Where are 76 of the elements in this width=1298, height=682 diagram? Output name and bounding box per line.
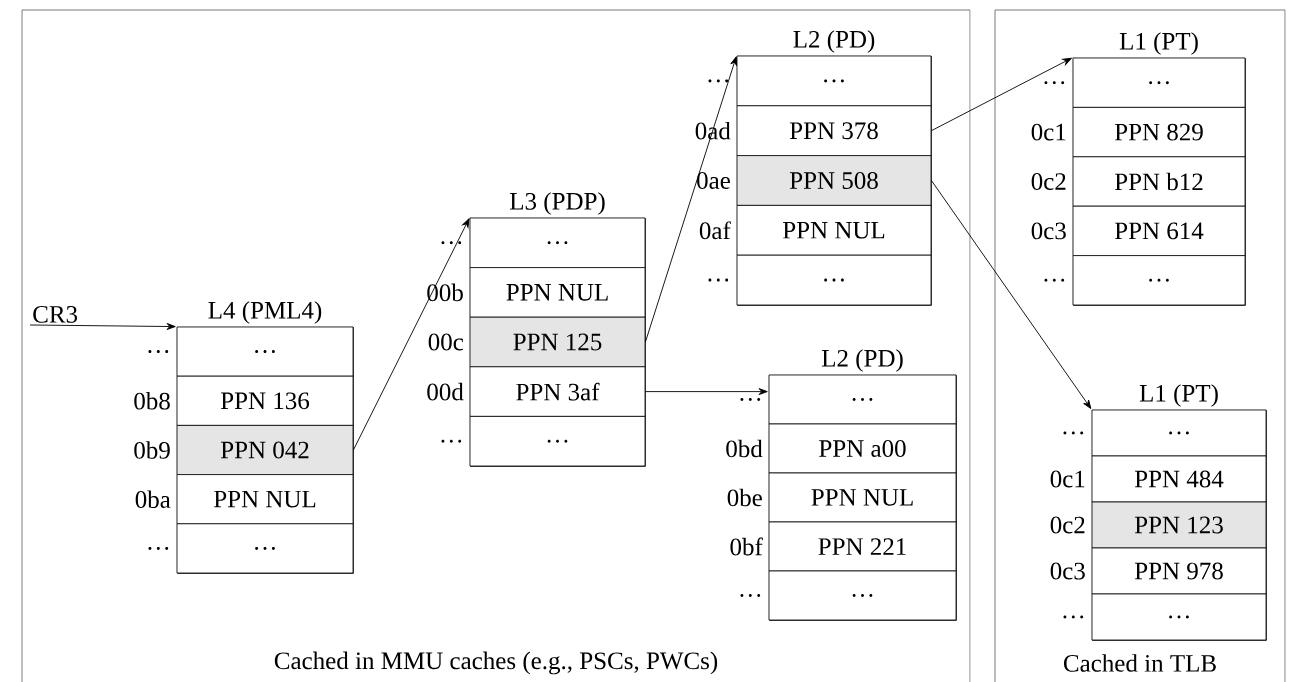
arrow bbox=[644, 56, 738, 343]
table-cell: PPN 123 bbox=[1091, 501, 1267, 549]
row-index: 0b8 bbox=[134, 392, 170, 410]
table-cell: PPN 829 bbox=[1072, 107, 1246, 158]
table-title: L1 (PT) bbox=[1139, 384, 1218, 407]
table-cell: PPN a00 bbox=[768, 423, 957, 474]
arrow bbox=[29, 323, 176, 330]
table-cell: PPN 378 bbox=[736, 105, 932, 156]
table-title: L1 (PT) bbox=[1119, 32, 1198, 55]
table-cell: PPN b12 bbox=[1072, 156, 1246, 207]
table-cell: PPN NUL bbox=[469, 267, 646, 318]
table-title: L2 (PD) bbox=[793, 30, 875, 53]
table-title: L3 (PDP) bbox=[509, 192, 605, 215]
table-cell: PPN NUL bbox=[176, 474, 354, 525]
table-cell: … bbox=[736, 254, 932, 306]
row-index: 0bd bbox=[726, 439, 763, 458]
region-frame bbox=[994, 9, 1286, 682]
region-frame bbox=[21, 9, 971, 682]
region-caption: Cached in TLB bbox=[1063, 654, 1216, 672]
table-cell: … bbox=[176, 523, 354, 574]
row-index: … bbox=[708, 278, 729, 282]
row-index: 00c bbox=[428, 333, 464, 351]
row-index: 0bf bbox=[730, 537, 763, 556]
table-cell: PPN 614 bbox=[1072, 205, 1246, 256]
row-index: 0c3 bbox=[1031, 222, 1066, 240]
table-cell: PPN 978 bbox=[1091, 547, 1267, 595]
table-cell: PPN 221 bbox=[768, 521, 957, 572]
row-index: 0be bbox=[727, 488, 762, 507]
row-index: 0ae bbox=[697, 172, 730, 189]
row-index: 0ad bbox=[695, 121, 731, 140]
row-index: … bbox=[708, 79, 729, 83]
table-cell: … bbox=[1072, 255, 1246, 306]
arrow bbox=[930, 57, 1072, 132]
arrow bbox=[930, 180, 1092, 409]
table-cell: PPN 508 bbox=[736, 155, 932, 206]
row-index: … bbox=[1063, 615, 1084, 619]
row-index: 0b9 bbox=[134, 441, 170, 459]
table-cell: … bbox=[469, 217, 646, 268]
row-index: … bbox=[740, 398, 761, 401]
table-cell: … bbox=[1072, 57, 1246, 108]
row-index: 00d bbox=[427, 382, 464, 401]
table-cell: … bbox=[176, 326, 354, 377]
row-index: 0c1 bbox=[1031, 123, 1066, 141]
row-index: 0c2 bbox=[1031, 173, 1066, 190]
row-index: … bbox=[1044, 81, 1065, 85]
table-cell: PPN 042 bbox=[176, 425, 354, 475]
table-cell: PPN 3af bbox=[469, 366, 646, 417]
table-cell: PPN 136 bbox=[176, 375, 354, 426]
table-cell: … bbox=[768, 570, 957, 621]
register-label: CR3 bbox=[33, 306, 78, 323]
row-index: 0c1 bbox=[1050, 470, 1085, 488]
table-cell: … bbox=[736, 55, 932, 107]
row-index: … bbox=[441, 241, 462, 245]
arrow bbox=[644, 388, 768, 396]
row-index: … bbox=[740, 594, 761, 597]
row-index: 0c3 bbox=[1050, 562, 1085, 580]
row-index: 0af bbox=[699, 221, 731, 240]
row-index: … bbox=[148, 350, 169, 354]
arrow bbox=[352, 218, 470, 451]
table-cell: PPN 484 bbox=[1091, 455, 1267, 503]
row-index: … bbox=[148, 546, 169, 550]
table-cell: PPN NUL bbox=[736, 205, 932, 256]
region-caption: Cached in MMU caches (e.g., PSCs, PWCs) bbox=[274, 651, 718, 675]
row-index: 0ba bbox=[135, 490, 171, 508]
table-title: L2 (PD) bbox=[821, 349, 903, 372]
table-cell: PPN 125 bbox=[469, 316, 646, 368]
table-cell: … bbox=[1091, 409, 1267, 457]
row-index: … bbox=[441, 439, 462, 443]
row-index: … bbox=[1063, 431, 1084, 435]
row-index: 0c2 bbox=[1050, 516, 1085, 534]
table-cell: … bbox=[469, 416, 646, 467]
row-index: … bbox=[1044, 278, 1065, 282]
table-cell: … bbox=[768, 374, 957, 425]
table-cell: PPN NUL bbox=[768, 472, 957, 523]
table-cell: … bbox=[1091, 593, 1267, 641]
table-title: L4 (PML4) bbox=[208, 301, 322, 324]
